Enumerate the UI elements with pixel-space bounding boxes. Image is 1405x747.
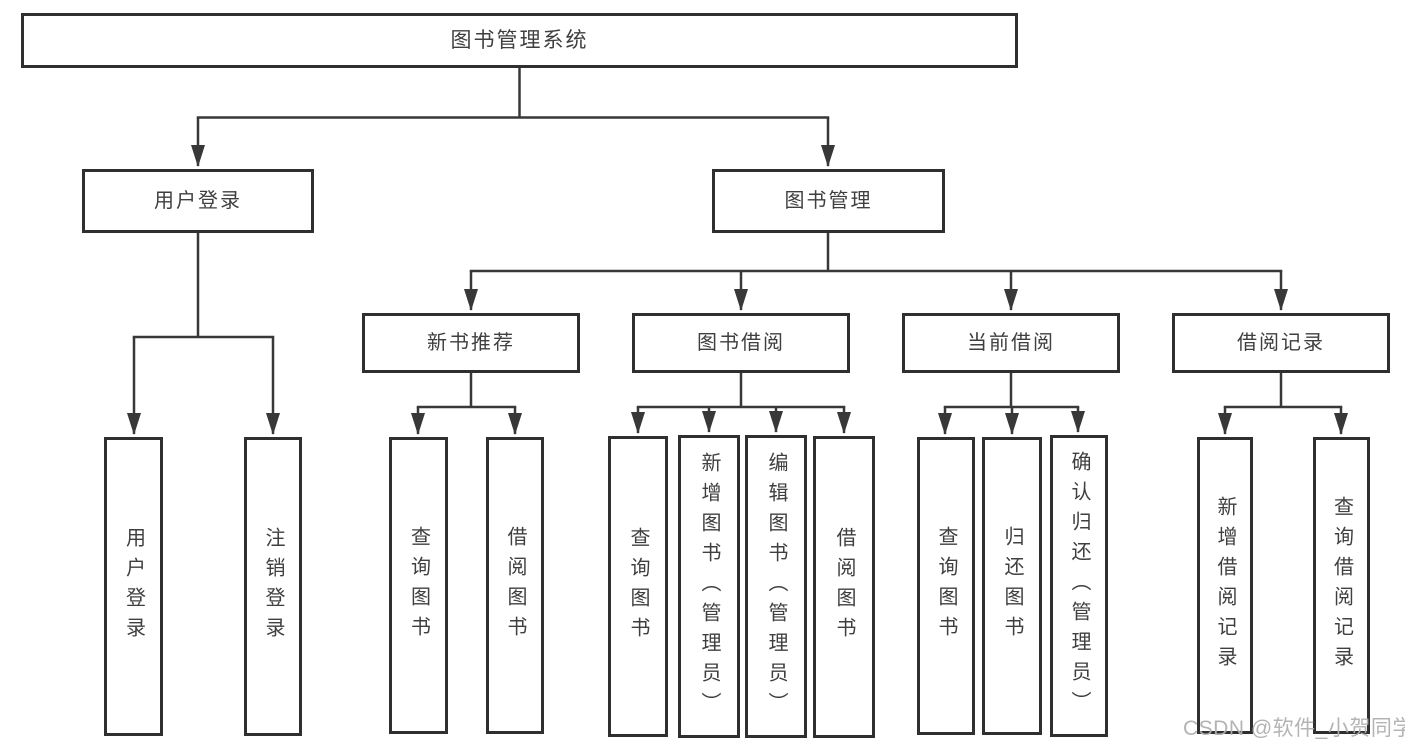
node-current-borrowing: 当前借阅	[902, 313, 1120, 373]
leaf-rec-borrow-books: 借阅图书	[486, 437, 544, 734]
leaf-br-query-record: 查询借阅记录	[1313, 437, 1370, 734]
leaf-bb-add-books-admin: 新增图书（管理员）	[678, 435, 740, 738]
leaf-bb-query-books: 查询图书	[608, 436, 668, 737]
leaf-bb-edit-books-admin: 编辑图书（管理员）	[745, 435, 807, 738]
leaf-rec-query-books: 查询图书	[389, 437, 448, 734]
node-user-login: 用户登录	[82, 169, 314, 233]
node-system-title: 图书管理系统	[21, 13, 1018, 68]
node-book-management: 图书管理	[712, 169, 945, 233]
node-new-book-recommendation: 新书推荐	[362, 313, 580, 373]
leaf-bb-borrow-books: 借阅图书	[813, 436, 875, 738]
csdn-watermark: CSDN @软件_小贺同学	[1183, 717, 1405, 740]
leaf-cb-confirm-return-admin: 确认归还（管理员）	[1050, 435, 1108, 737]
leaf-logout: 注销登录	[244, 437, 302, 736]
node-book-borrowing: 图书借阅	[632, 313, 850, 373]
leaf-cb-query-books: 查询图书	[917, 437, 975, 735]
leaf-cb-return-books: 归还图书	[982, 437, 1042, 735]
node-borrowing-records: 借阅记录	[1172, 313, 1390, 373]
leaf-br-add-record: 新增借阅记录	[1197, 437, 1253, 734]
leaf-user-login: 用户登录	[104, 437, 163, 736]
